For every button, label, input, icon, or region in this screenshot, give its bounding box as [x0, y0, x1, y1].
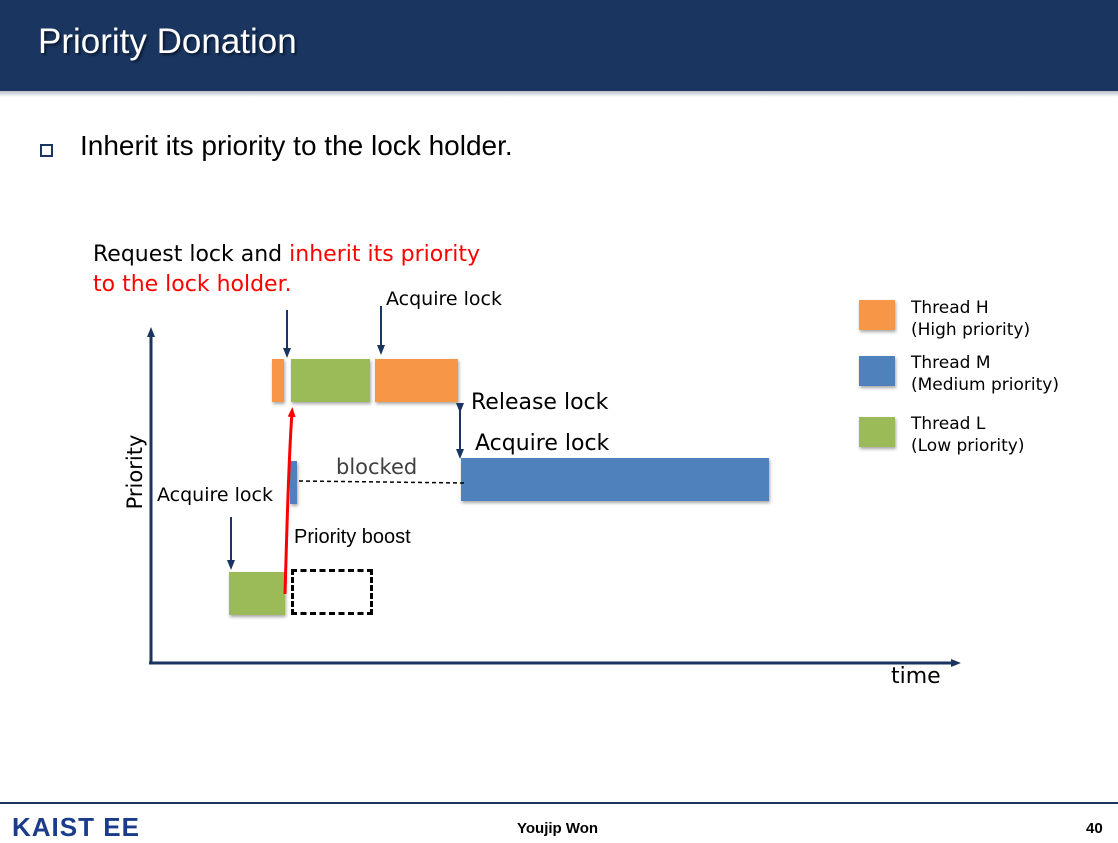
- title-bar: [0, 0, 1118, 91]
- thread-l-block: [229, 572, 285, 615]
- page-number: 40: [1086, 820, 1103, 837]
- legend-swatch-thread-l: [859, 417, 895, 447]
- title-bar-shadow: [0, 91, 1118, 97]
- x-axis-label: time: [891, 664, 941, 689]
- acquire-lock-left-label: Acquire lock: [157, 484, 273, 506]
- blocked-label: blocked: [336, 455, 418, 479]
- thread-l-boosted-block: [291, 359, 370, 402]
- footer-divider: [0, 802, 1118, 804]
- thread-l-vacated-slot: [291, 569, 373, 615]
- thread-m-small-block: [290, 461, 297, 504]
- acquire-lock-top-label: Acquire lock: [386, 288, 502, 310]
- acquire-lock-mid-label: Acquire lock: [475, 431, 610, 456]
- bullet-square-icon: [40, 144, 53, 157]
- legend-label-thread-l: Thread L(Low priority): [911, 414, 1025, 456]
- thread-h-block: [375, 359, 458, 402]
- request-lock-label: Request lock and inherit its priority to…: [93, 240, 480, 300]
- legend-swatch-thread-h: [859, 300, 895, 330]
- thread-h-small-block: [272, 359, 284, 402]
- legend-swatch-thread-m: [859, 356, 895, 386]
- legend-label-thread-m: Thread M(Medium priority): [911, 353, 1059, 395]
- thread-m-block: [461, 458, 769, 501]
- slide-title: Priority Donation: [38, 22, 297, 61]
- priority-boost-arrow: [283, 407, 296, 595]
- blocked-line: [298, 480, 466, 484]
- legend-label-thread-h: Thread H(High priority): [911, 298, 1031, 340]
- priority-boost-label: Priority boost: [294, 526, 411, 548]
- bullet-text: Inherit its priority to the lock holder.: [80, 130, 513, 161]
- request-lock-label-red-1: inherit its priority: [289, 242, 481, 267]
- footer-author: Youjip Won: [517, 820, 599, 837]
- request-lock-label-red-2: to the lock holder.: [93, 272, 292, 297]
- release-lock-label: Release lock: [471, 390, 609, 415]
- kaist-ee-logo: KAIST EE: [12, 812, 140, 842]
- request-lock-label-black: Request lock and: [93, 242, 290, 267]
